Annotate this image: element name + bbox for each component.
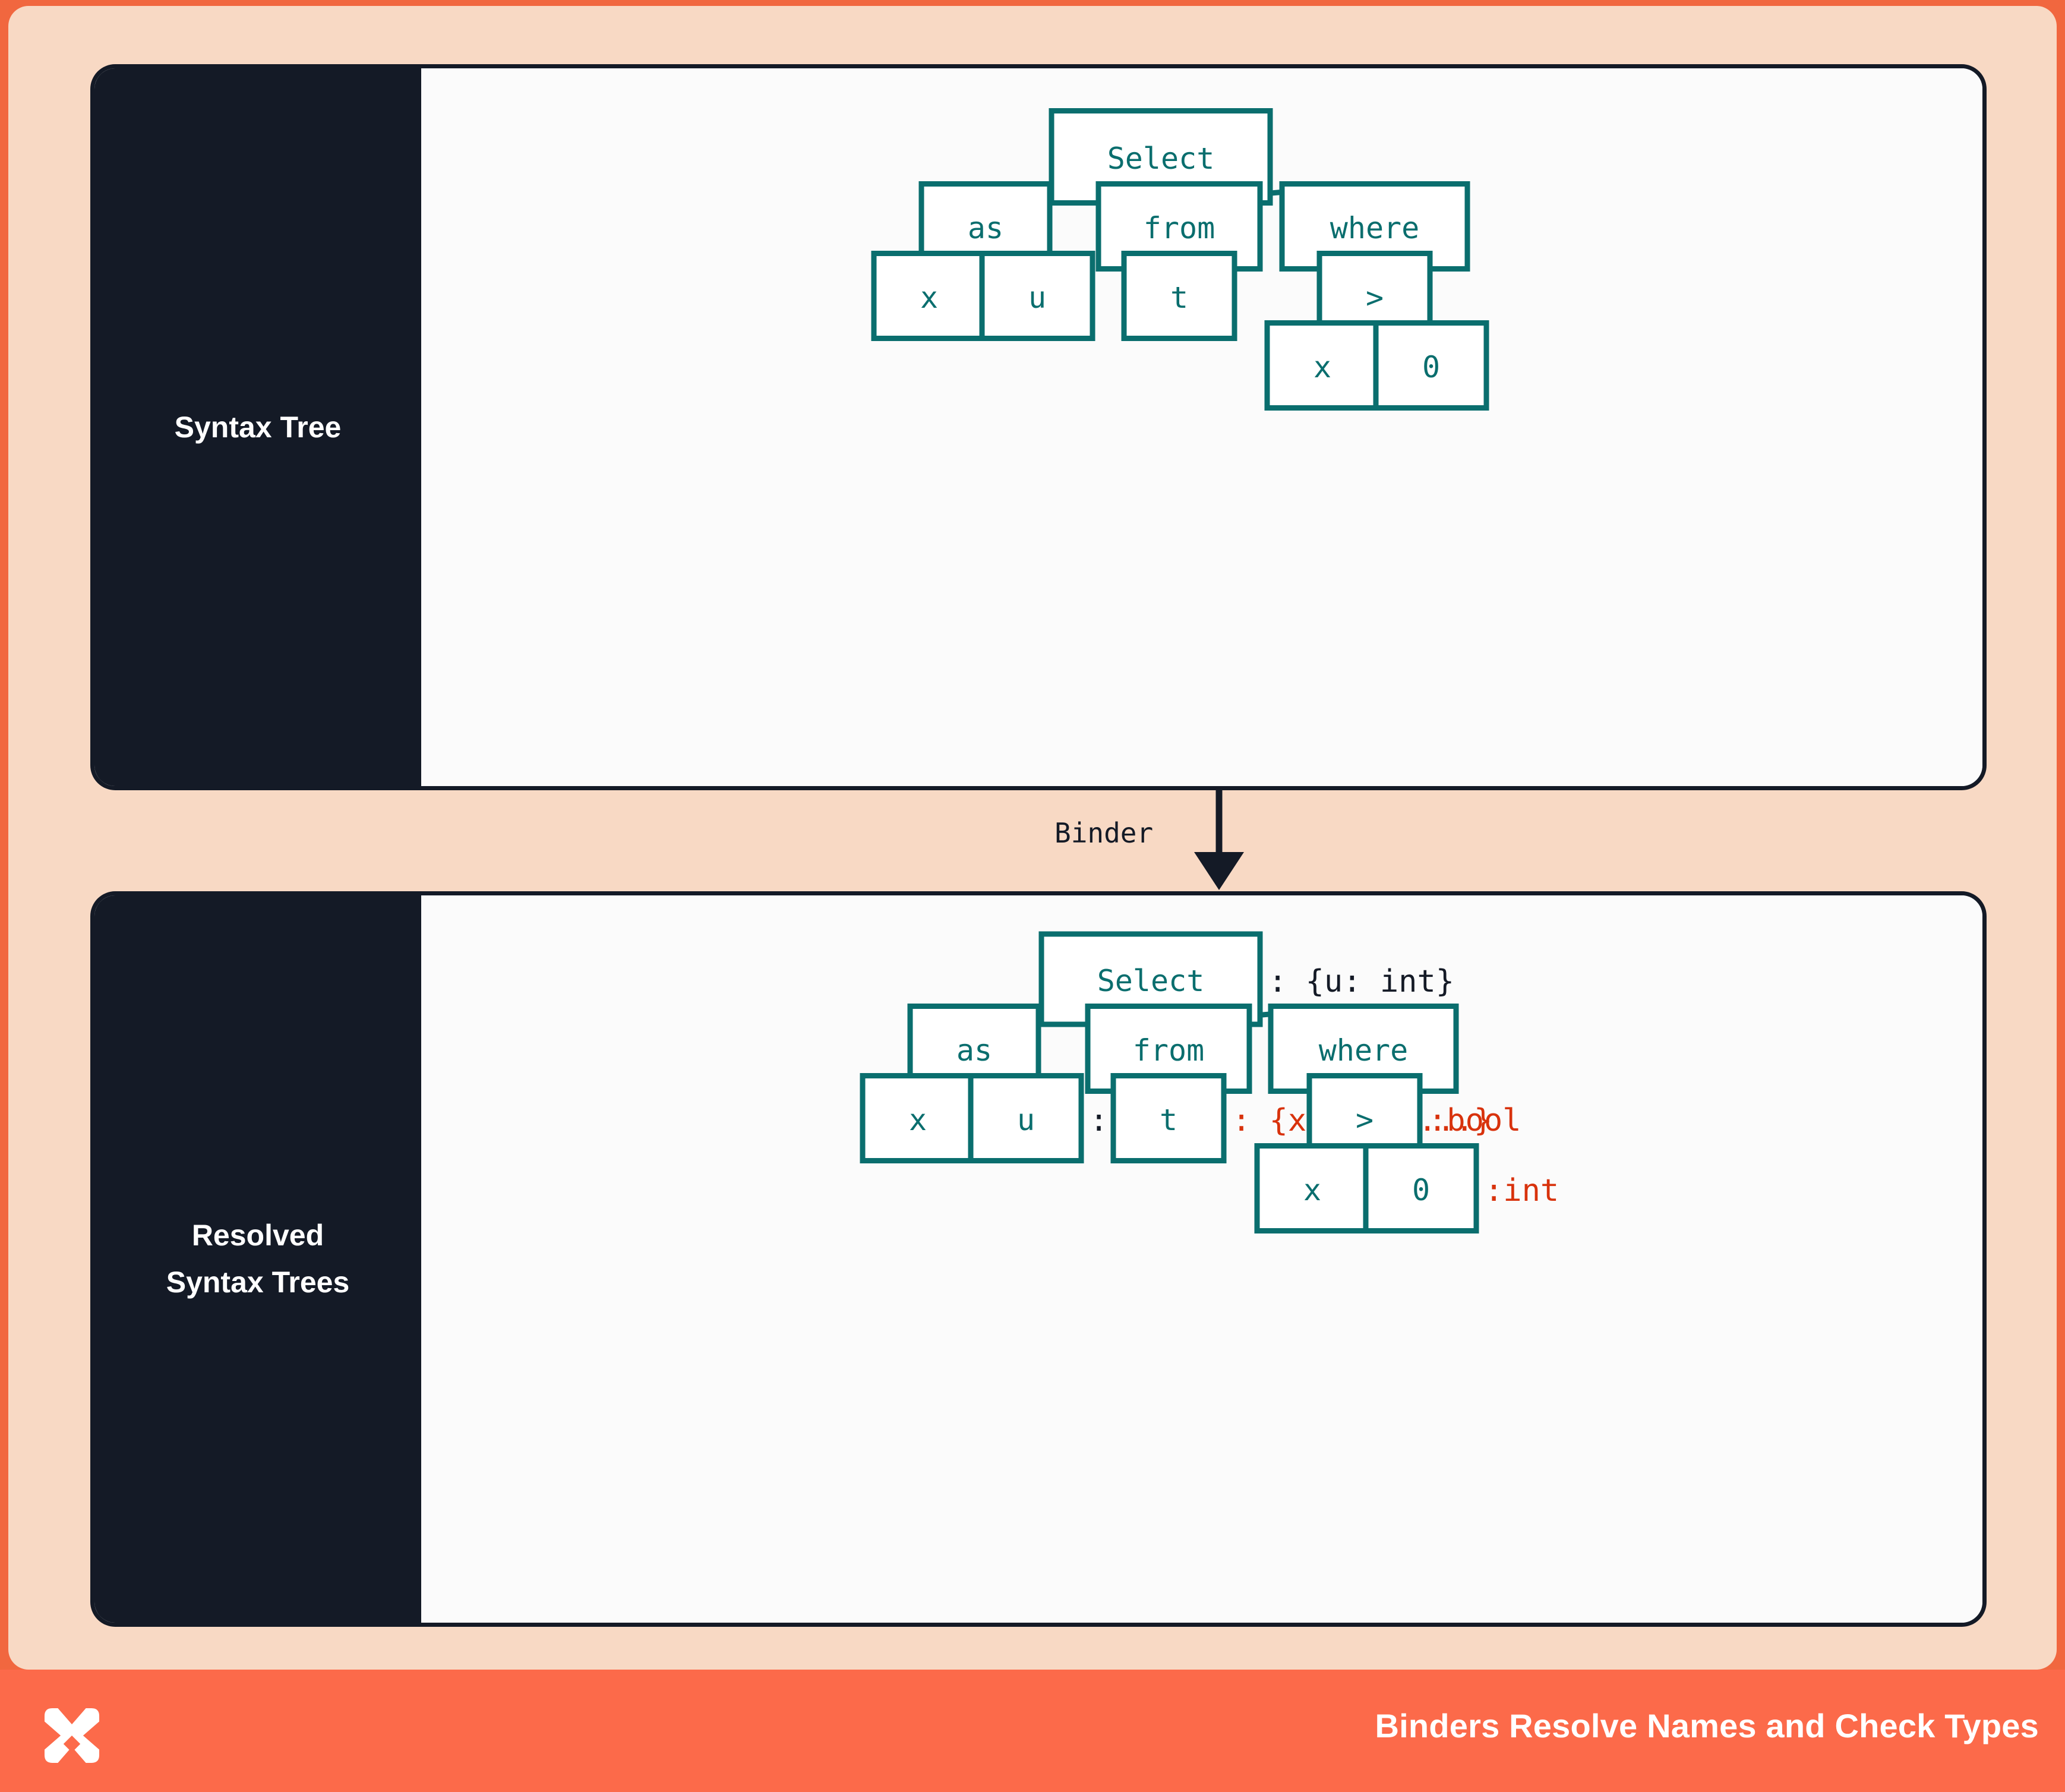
node-label: u <box>1028 280 1046 315</box>
tree-node-as-u[interactable]: u <box>979 251 1095 341</box>
tree-node-where[interactable]: where <box>1279 181 1470 272</box>
node-type-annotation: :bool <box>1428 1103 1521 1138</box>
node-label: Select <box>1097 964 1205 998</box>
stage-syntax-tree: Select as from where x u t > x 0 <box>421 68 1982 786</box>
panel-syntax-tree: Syntax Tree Select as from where x u t > x 0 <box>90 64 1987 790</box>
footer-bar: Binders Resolve Names and Check Types <box>0 1670 2065 1792</box>
node-box <box>1373 320 1489 411</box>
tree-resolved-syntax-trees: Select: {u: int}asfromwherex:intu:intt: … <box>860 931 1559 1233</box>
sidebar-label-syntax-tree: Syntax Tree <box>174 410 342 444</box>
node-label: as <box>968 211 1003 245</box>
tree-node-gt-0[interactable]: 0 <box>1373 320 1489 411</box>
node-box <box>979 251 1095 341</box>
sidebar-label-resolved-syntax-trees: Resolved Syntax Trees <box>166 1219 350 1299</box>
node-label: x <box>920 280 938 315</box>
sidebar-resolved-syntax-trees: Resolved Syntax Trees <box>94 895 421 1623</box>
node-type-annotation: : {u: int} <box>1268 964 1454 999</box>
node-label: where <box>1319 1033 1409 1068</box>
node-box <box>1121 251 1237 341</box>
node-box <box>968 1073 1084 1163</box>
tree-syntax-tree: Select as from where x u t > x 0 <box>871 108 1489 411</box>
node-box <box>1363 1143 1479 1233</box>
stage-resolved-syntax-trees: Select: {u: int}asfromwherex:intu:intt: … <box>421 895 1982 1623</box>
node-label: from <box>1144 211 1215 245</box>
node-label: x <box>909 1103 927 1137</box>
node-label: where <box>1330 211 1420 245</box>
node-label: 0 <box>1412 1173 1430 1207</box>
tree-node-gt-x[interactable]: x <box>1264 320 1381 411</box>
binder-arrow-svg <box>1194 790 1244 890</box>
node-label: t <box>1170 280 1188 315</box>
footer-title: Binders Resolve Names and Check Types <box>1375 1707 2039 1744</box>
node-label: > <box>1366 280 1384 315</box>
node-type-annotation: :int <box>1485 1173 1559 1209</box>
node-label: t <box>1160 1103 1177 1137</box>
binder-label: Binder <box>1054 817 1154 849</box>
down-arrow-icon <box>1194 852 1244 890</box>
node-label: 0 <box>1422 350 1440 384</box>
node-label: > <box>1356 1103 1373 1137</box>
node-box <box>860 1073 976 1163</box>
tree-node-gt-0[interactable]: 0 :int <box>1363 1143 1559 1233</box>
tree-node-as-x[interactable]: x <box>871 251 987 341</box>
x-mark-logo <box>44 1708 100 1763</box>
node-label: from <box>1133 1033 1204 1068</box>
node-label: as <box>956 1033 992 1068</box>
tree-node-from-t[interactable]: t <box>1121 251 1237 341</box>
binder-connector <box>90 790 1987 891</box>
node-box <box>1264 320 1381 411</box>
node-label: Select <box>1107 141 1215 176</box>
sidebar-syntax-tree: Syntax Tree <box>94 68 421 786</box>
node-label: x <box>1313 350 1331 384</box>
node-box <box>1110 1073 1227 1163</box>
node-label: x <box>1303 1173 1321 1207</box>
node-label: u <box>1017 1103 1035 1137</box>
panel-resolved-syntax-trees: Resolved Syntax Trees Select : {u: int} as… <box>90 891 1987 1627</box>
